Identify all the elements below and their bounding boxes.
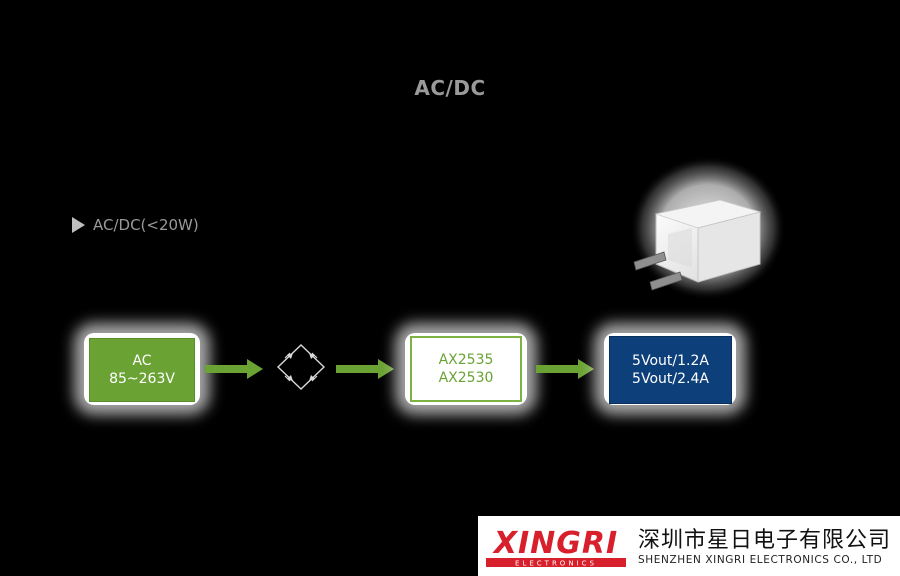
page-title: AC/DC (414, 76, 486, 100)
arrow-right-icon (205, 359, 263, 379)
ac-voltage-label: 85~263V (109, 371, 175, 387)
arrow-right-icon (536, 359, 594, 379)
output-spec-2: 5Vout/2.4A (632, 371, 709, 387)
bridge-rectifier-icon (276, 344, 326, 390)
company-logo: XINGRI ELECTRONICS (486, 526, 626, 568)
play-triangle-icon (72, 217, 85, 233)
ic-part-1: AX2535 (438, 352, 494, 368)
company-banner: XINGRI ELECTRONICS 深圳市星日电子有限公司 SHENZHEN … (478, 516, 900, 576)
svg-text:XINGRI: XINGRI (492, 526, 618, 561)
charger-image (630, 156, 786, 300)
output-spec-1: 5Vout/1.2A (632, 353, 709, 369)
section-heading: AC/DC(<20W) (72, 216, 199, 234)
ac-input-block: AC 85~263V (89, 338, 195, 402)
ic-block: AX2535 AX2530 (410, 336, 522, 402)
output-block: 5Vout/1.2A 5Vout/2.4A (609, 336, 732, 404)
arrow-right-icon (336, 359, 394, 379)
ac-label: AC (132, 353, 152, 369)
company-name-en: SHENZHEN XINGRI ELECTRONICS CO., LTD (638, 554, 883, 566)
section-label: AC/DC(<20W) (93, 216, 199, 234)
company-name-cn: 深圳市星日电子有限公司 (638, 528, 892, 553)
svg-text:ELECTRONICS: ELECTRONICS (515, 560, 597, 568)
ic-part-2: AX2530 (438, 370, 494, 386)
